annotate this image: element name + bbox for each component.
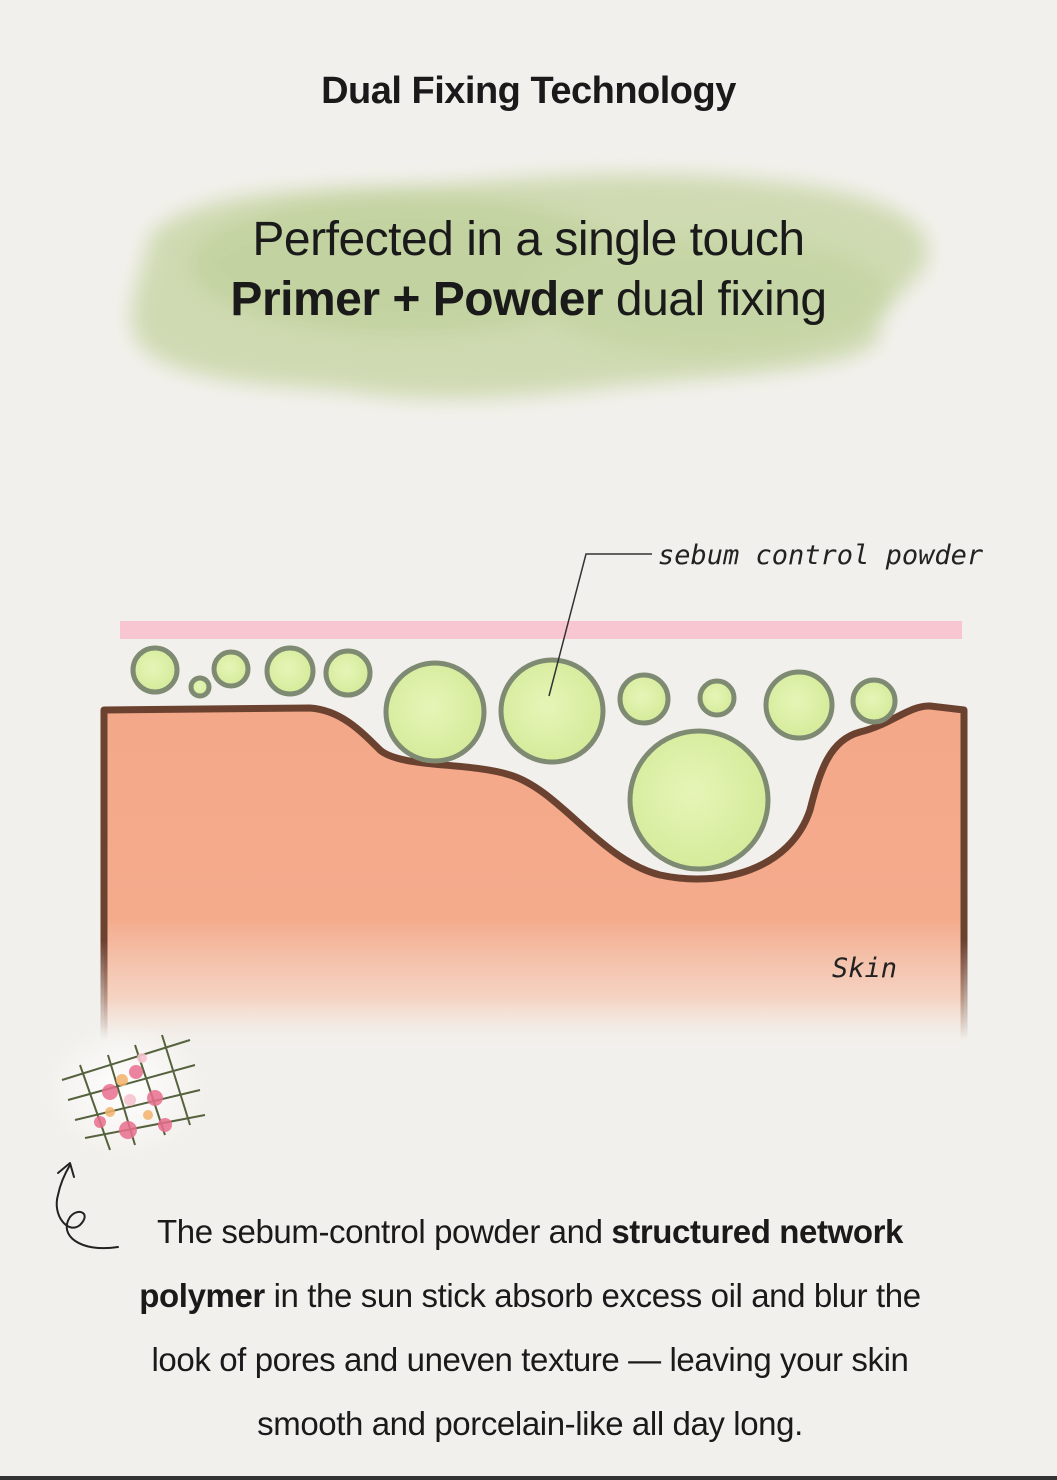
polymer-network-icon bbox=[43, 1022, 207, 1158]
skin-diagram: sebum control powder Skin bbox=[100, 540, 984, 1050]
powder-particle bbox=[498, 657, 606, 765]
brush-stroke-background bbox=[131, 174, 928, 399]
powder-particle bbox=[188, 675, 212, 699]
description-bold: structured network polymer bbox=[139, 1213, 903, 1314]
powder-particle bbox=[323, 648, 373, 698]
powder-leader-line bbox=[548, 553, 652, 697]
powder-particle bbox=[383, 660, 487, 764]
hero-headline: Perfected in a single touch bbox=[252, 213, 805, 266]
skin-outline bbox=[100, 702, 968, 1044]
powder-particles bbox=[130, 645, 898, 872]
powder-particle bbox=[763, 669, 835, 741]
powder-particle bbox=[850, 677, 898, 725]
powder-particle bbox=[211, 649, 251, 689]
powder-particle bbox=[627, 728, 771, 872]
hero-bold-text: Primer + Powder bbox=[230, 273, 604, 326]
description-text: The sebum-control powder and structured … bbox=[110, 1200, 950, 1456]
description-part2: in the sun stick absorb excess oil and b… bbox=[151, 1277, 922, 1442]
hero-subheadline: Primer + Powder dual fixing bbox=[0, 272, 1057, 327]
primer-band bbox=[120, 621, 962, 639]
powder-particle bbox=[697, 678, 737, 718]
curved-arrow-icon bbox=[55, 1162, 119, 1250]
page-title: Dual Fixing Technology bbox=[321, 70, 736, 112]
skin-body bbox=[104, 705, 964, 1050]
powder-particle bbox=[617, 672, 671, 726]
bottom-divider bbox=[0, 1476, 1057, 1480]
skin-label: Skin bbox=[832, 953, 897, 984]
description-part1: The sebum-control powder and bbox=[156, 1213, 612, 1250]
powder-particle bbox=[264, 645, 316, 697]
powder-particle bbox=[130, 645, 180, 695]
powder-label: sebum control powder bbox=[658, 540, 984, 571]
hero-rest-text: dual fixing bbox=[603, 273, 827, 326]
